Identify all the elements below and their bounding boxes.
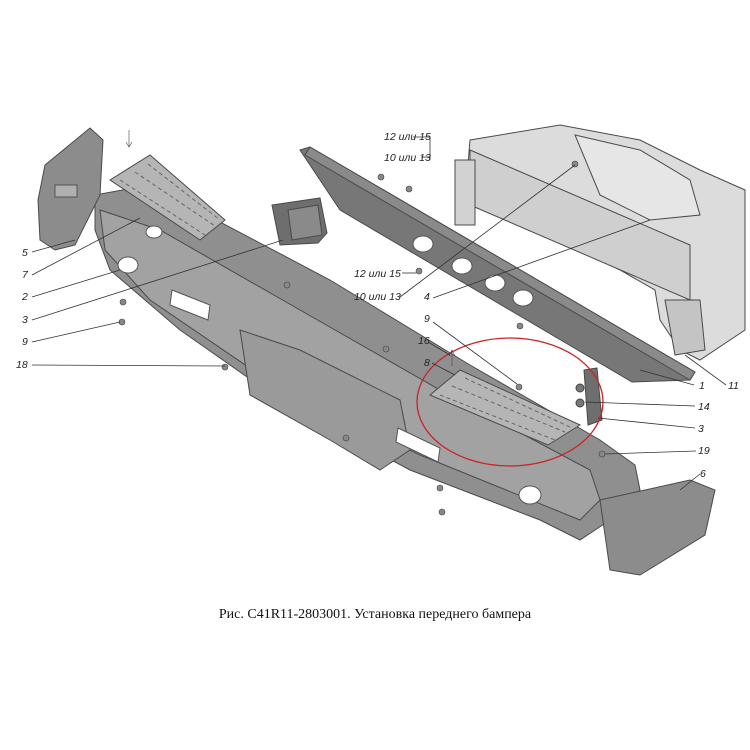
front-bumper: [94, 184, 641, 541]
highlight-circle: [416, 337, 604, 467]
callout-14: 14: [698, 401, 710, 413]
reinforcement-beam: [299, 146, 696, 383]
callout-11: 11: [728, 380, 739, 392]
left-step: [109, 154, 226, 241]
callout-labels: 12 или 15 10 или 13 12 или 15 10 или 13 …: [16, 131, 739, 480]
callout-18: 18: [16, 359, 28, 371]
callout-19: 19: [698, 445, 710, 457]
callout-2: 2: [21, 291, 28, 303]
left-end-cap: [37, 127, 104, 251]
figure-caption: Рис. C41R11-2803001. Установка переднего…: [219, 607, 532, 622]
vehicle-frame: [454, 124, 746, 361]
callout-12-15-top: 12 или 15: [384, 131, 431, 143]
left-bracket: [271, 197, 328, 246]
right-bracket: [575, 367, 603, 426]
callout-9-right: 9: [424, 313, 430, 325]
callout-5: 5: [22, 247, 28, 259]
callout-8: 8: [424, 357, 430, 369]
callout-10-13-top: 10 или 13: [384, 152, 431, 164]
right-end-cap: [599, 479, 716, 576]
callout-6: 6: [700, 468, 706, 480]
leader-lines: [31, 136, 727, 491]
callout-12-15-mid: 12 или 15: [354, 268, 401, 280]
callout-3-right: 3: [698, 423, 704, 435]
callout-9-left: 9: [22, 336, 28, 348]
callout-16: 16: [418, 335, 430, 347]
callout-1: 1: [699, 380, 705, 392]
right-step: [429, 369, 582, 446]
callout-4: 4: [424, 291, 430, 303]
callout-7: 7: [22, 269, 29, 281]
callout-3-left: 3: [22, 314, 28, 326]
fasteners: [118, 130, 606, 516]
callout-10-13-mid: 10 или 13: [354, 291, 401, 303]
